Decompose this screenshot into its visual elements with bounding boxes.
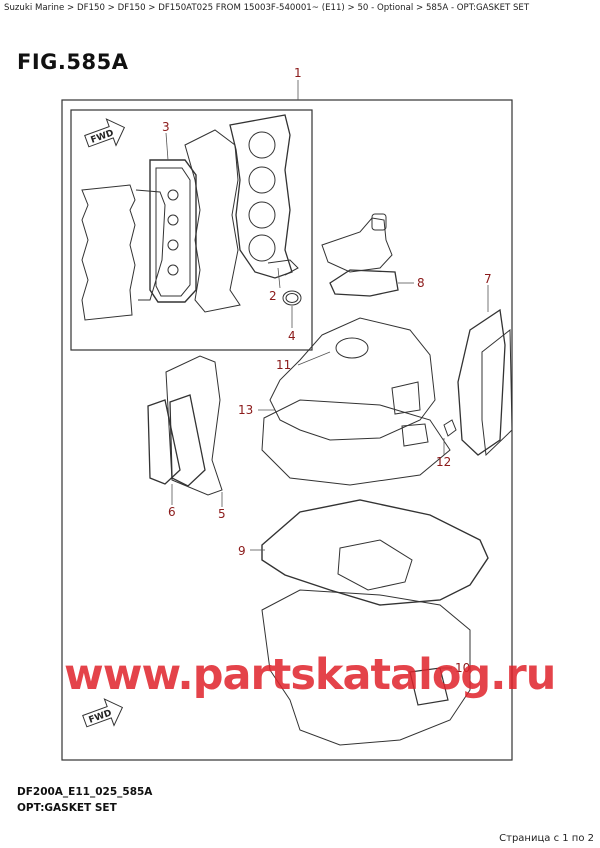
thermostat-housing bbox=[321, 213, 399, 297]
cover-gasket-left bbox=[81, 184, 166, 321]
callout-3[interactable]: 3 bbox=[162, 120, 170, 134]
fwd-arrow-icon bbox=[84, 118, 126, 148]
inner-frame bbox=[70, 109, 313, 351]
callout-8[interactable]: 8 bbox=[417, 276, 425, 290]
page-indicator: Страница с 1 по 2 bbox=[499, 833, 594, 844]
callout-13[interactable]: 13 bbox=[238, 403, 253, 417]
drawing-code: DF200A_E11_025_585A bbox=[17, 786, 153, 798]
side-cover-gaskets bbox=[147, 355, 223, 496]
exhaust-manifold-gasket bbox=[261, 317, 457, 486]
breadcrumb: Suzuki Marine > DF150 > DF150 > DF150AT0… bbox=[4, 3, 530, 13]
fwd-arrow-icon bbox=[82, 698, 124, 728]
callout-11[interactable]: 11 bbox=[276, 358, 291, 372]
callout-1[interactable]: 1 bbox=[294, 66, 302, 80]
callout-5[interactable]: 5 bbox=[218, 507, 226, 521]
cylinder-head-outline bbox=[184, 129, 241, 313]
callout-4[interactable]: 4 bbox=[288, 329, 296, 343]
watermark: www.partskatalog.ru bbox=[64, 650, 556, 700]
fwd-badge-top: FWD bbox=[90, 128, 116, 145]
lower-case bbox=[261, 589, 471, 746]
figure-title: FIG.585A bbox=[17, 50, 129, 74]
callout-7[interactable]: 7 bbox=[484, 272, 492, 286]
fwd-badge-bottom: FWD bbox=[88, 708, 114, 725]
callout-6[interactable]: 6 bbox=[168, 505, 176, 519]
callout-10[interactable]: 10 bbox=[455, 661, 470, 675]
figure-subtitle: OPT:GASKET SET bbox=[17, 802, 117, 814]
exhaust-cover-gasket bbox=[457, 308, 513, 457]
o-ring bbox=[282, 290, 302, 306]
callout-12[interactable]: 12 bbox=[436, 455, 451, 469]
head-gasket bbox=[229, 114, 299, 279]
callout-2[interactable]: 2 bbox=[269, 289, 277, 303]
callout-9[interactable]: 9 bbox=[238, 544, 246, 558]
oil-pan-gasket bbox=[261, 499, 489, 606]
valve-cover-gasket bbox=[149, 159, 197, 303]
